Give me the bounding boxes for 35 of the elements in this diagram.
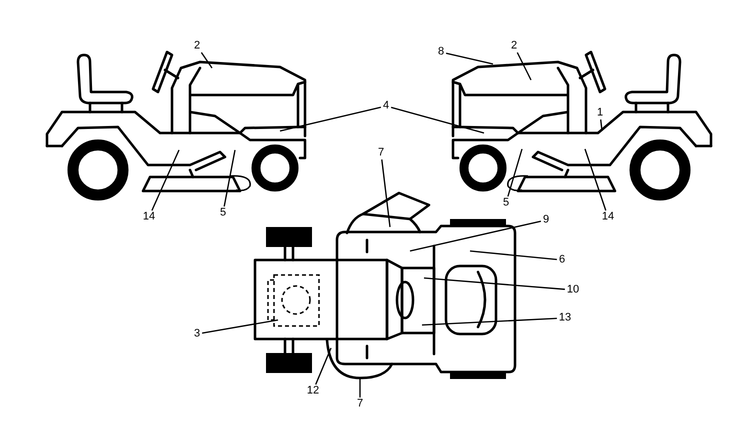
leader-line <box>424 277 565 290</box>
callout-number: 9 <box>542 214 550 226</box>
leader-line <box>422 318 557 326</box>
leader-line <box>359 378 361 398</box>
callout-number: 5 <box>502 198 510 208</box>
callout-number: 1 <box>596 108 604 118</box>
callout-number: 2 <box>192 40 202 52</box>
leader-line <box>446 52 494 65</box>
callout-number: 13 <box>558 312 572 324</box>
callout-number: 6 <box>558 254 566 266</box>
leader-line <box>202 319 278 334</box>
leader-line <box>470 250 557 260</box>
leader-line <box>516 52 532 80</box>
callout-number: 4 <box>382 100 390 112</box>
leader-line <box>507 148 523 197</box>
callout-number: 10 <box>566 284 580 296</box>
leader-line <box>315 348 332 385</box>
callout-number: 8 <box>436 46 446 58</box>
callout-number: 3 <box>192 328 202 340</box>
callout-number: 7 <box>376 148 386 158</box>
leader-line <box>584 148 606 211</box>
leader-line <box>224 150 236 207</box>
leader-line <box>280 106 382 132</box>
leader-line <box>200 52 213 68</box>
leader-line <box>410 220 542 252</box>
leader-line <box>600 119 603 132</box>
callout-number: 7 <box>356 398 364 410</box>
callout-number: 14 <box>142 212 156 222</box>
leader-line <box>381 159 391 228</box>
leader-line <box>151 150 180 211</box>
callout-number: 5 <box>218 208 228 218</box>
callout-number: 12 <box>306 386 320 396</box>
leader-line <box>390 106 484 134</box>
callout-number: 2 <box>510 40 518 52</box>
callout-number: 14 <box>600 212 616 222</box>
